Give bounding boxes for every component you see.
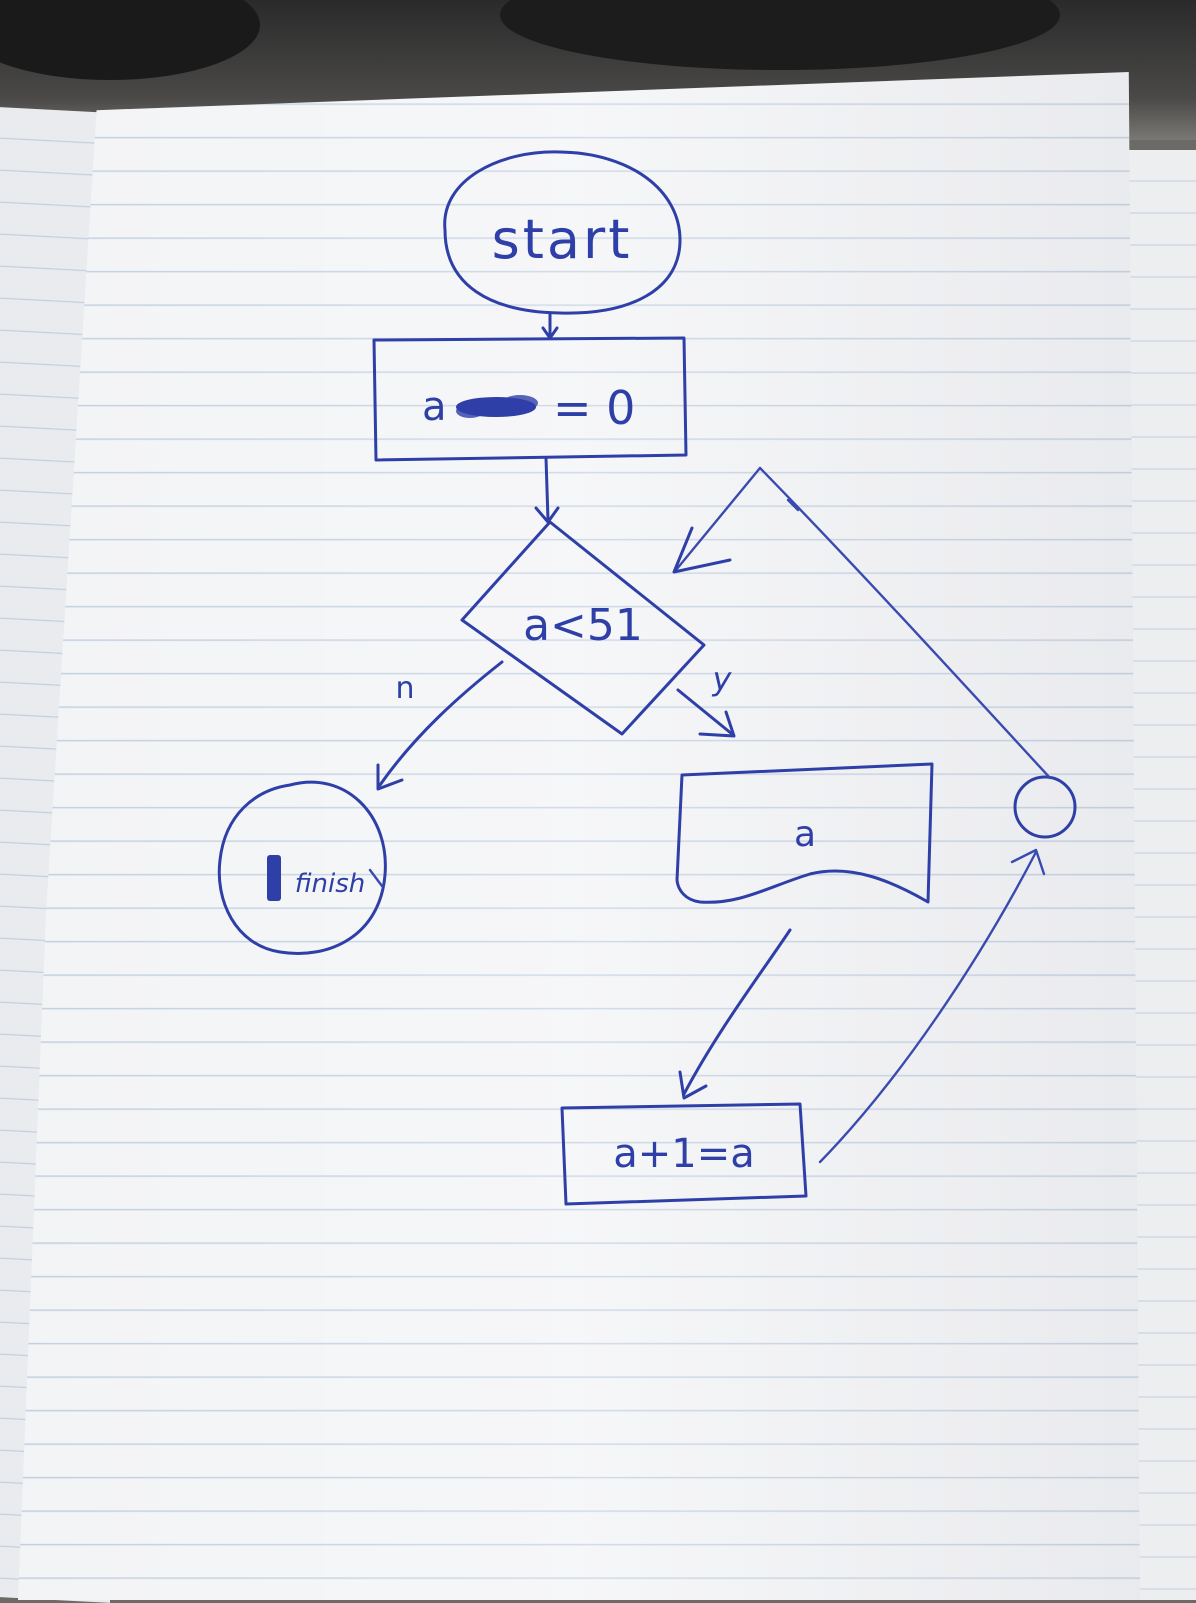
- start-oval: [443, 150, 682, 315]
- loop-back-arrow: [672, 466, 1052, 780]
- start-label: start: [492, 208, 633, 271]
- init-rectangle: [372, 336, 688, 462]
- yes-label: y: [712, 660, 733, 698]
- arrow-output-to-increment: [678, 928, 792, 1100]
- connector-circle: [1013, 775, 1077, 839]
- finish-circle: [217, 780, 387, 955]
- increment-rectangle: [560, 1102, 808, 1206]
- crossed-out-mark: [267, 855, 281, 901]
- output-document: a: [675, 762, 934, 904]
- init-value: = 0: [553, 381, 635, 435]
- loop-connector: [1013, 775, 1077, 839]
- decision-diamond: a<51: [460, 520, 706, 736]
- output-label: a: [794, 814, 816, 855]
- increment-label: a+1=a: [613, 1131, 755, 1177]
- notebook-page: [18, 72, 1140, 1600]
- yes-branch-arrow: [676, 688, 736, 738]
- no-branch-arrow: [376, 660, 504, 791]
- no-label: n: [395, 671, 414, 706]
- finish-terminal: finish: [217, 780, 387, 955]
- init-variable: a: [422, 384, 447, 430]
- init-process-box: a = 0: [372, 336, 688, 462]
- increment-process-box: a+1=a: [560, 1102, 808, 1206]
- output-shape: [675, 762, 934, 904]
- decision-shape: [460, 520, 706, 736]
- decision-label: a<51: [523, 600, 643, 651]
- finish-label: finish: [295, 869, 366, 899]
- crossed-out-scribble: [456, 395, 538, 418]
- arrow-increment-to-connector: [818, 848, 1046, 1164]
- arrow-start-to-init: [541, 311, 559, 340]
- arrow-init-to-decision: [534, 456, 560, 524]
- start-terminal: start: [443, 150, 682, 315]
